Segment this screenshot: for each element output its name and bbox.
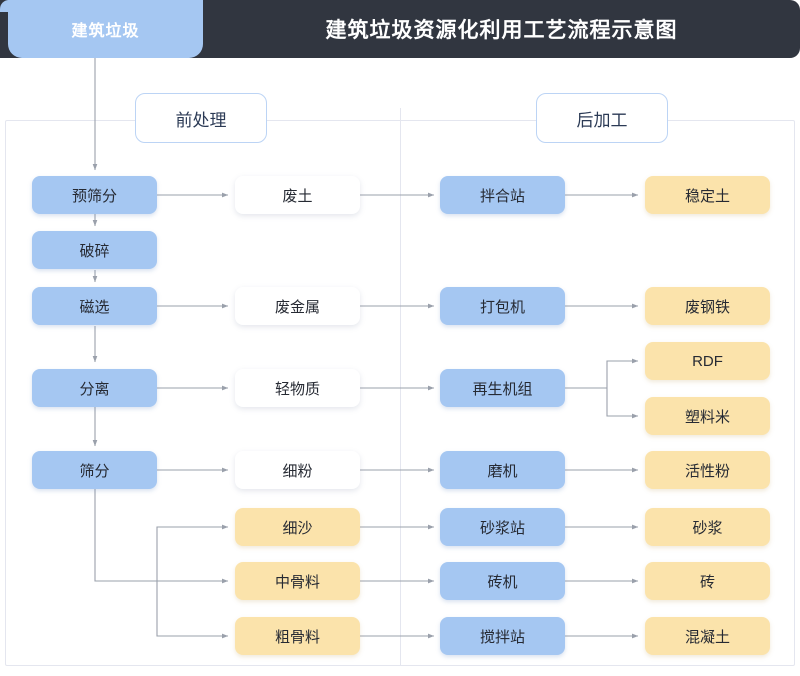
header: 建筑垃圾 建筑垃圾资源化利用工艺流程示意图 <box>0 0 800 58</box>
node-fine-powder[interactable]: 细粉 <box>235 451 360 489</box>
node-plastic-pellet[interactable]: 塑料米 <box>645 397 770 435</box>
node-concrete-plant[interactable]: 搅拌站 <box>440 617 565 655</box>
node-brick-machine[interactable]: 砖机 <box>440 562 565 600</box>
node-grinder[interactable]: 磨机 <box>440 451 565 489</box>
node-stabilized-soil[interactable]: 稳定土 <box>645 176 770 214</box>
node-crushing[interactable]: 破碎 <box>32 231 157 269</box>
node-brick[interactable]: 砖 <box>645 562 770 600</box>
node-magnetic-separation[interactable]: 磁选 <box>32 287 157 325</box>
stage-divider <box>400 108 401 666</box>
node-concrete[interactable]: 混凝土 <box>645 617 770 655</box>
node-fine-sand[interactable]: 细沙 <box>235 508 360 546</box>
node-active-powder[interactable]: 活性粉 <box>645 451 770 489</box>
node-scrap-steel[interactable]: 废钢铁 <box>645 287 770 325</box>
node-coarse-aggregate[interactable]: 粗骨料 <box>235 617 360 655</box>
node-separation[interactable]: 分离 <box>32 369 157 407</box>
node-baler[interactable]: 打包机 <box>440 287 565 325</box>
node-mortar-station[interactable]: 砂浆站 <box>440 508 565 546</box>
source-tab[interactable]: 建筑垃圾 <box>8 0 203 58</box>
section-label-post: 后加工 <box>536 93 668 143</box>
section-label-pre: 前处理 <box>135 93 267 143</box>
node-mixing-station[interactable]: 拌合站 <box>440 176 565 214</box>
node-scrap-metal[interactable]: 废金属 <box>235 287 360 325</box>
node-pre-screening[interactable]: 预筛分 <box>32 176 157 214</box>
node-screening[interactable]: 筛分 <box>32 451 157 489</box>
node-rdf[interactable]: RDF <box>645 342 770 380</box>
node-mortar[interactable]: 砂浆 <box>645 508 770 546</box>
page-title: 建筑垃圾资源化利用工艺流程示意图 <box>325 19 678 42</box>
node-recycling-unit[interactable]: 再生机组 <box>440 369 565 407</box>
node-medium-aggregate[interactable]: 中骨料 <box>235 562 360 600</box>
node-light-material[interactable]: 轻物质 <box>235 369 360 407</box>
node-waste-soil[interactable]: 废土 <box>235 176 360 214</box>
tab-notch <box>0 0 9 12</box>
